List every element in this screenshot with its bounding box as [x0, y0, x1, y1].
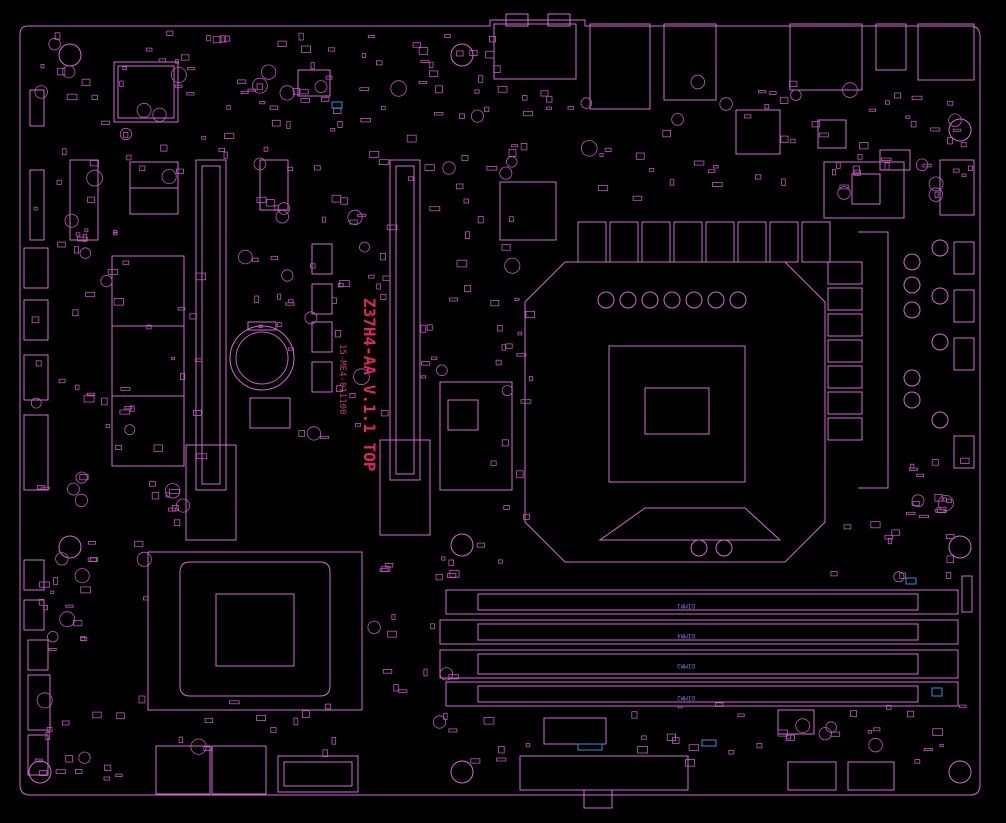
bottom-connectors [155, 709, 895, 809]
highlighted-pads [331, 101, 943, 751]
pcie-slot-1 [185, 159, 237, 541]
left-component-blocks [69, 159, 289, 467]
pcie-slot-2 [379, 159, 431, 536]
dimm-slot-label: DIMM2 [677, 694, 695, 701]
small-passives [30, 30, 973, 781]
vrm-inductors-right [827, 231, 889, 489]
super-io-chip [113, 61, 331, 123]
vrm-inductors-top [577, 221, 831, 263]
chipset-pch [147, 551, 363, 711]
board-title: Z37H4-AA V.1.1 TOP [360, 298, 379, 471]
cpu-socket [524, 261, 826, 563]
dimm-slot-label: DIMM1 [677, 602, 695, 609]
left-fan-headers [23, 89, 51, 776]
dimm-slot-label: DIMM4 [677, 632, 695, 639]
rear-io-connectors [493, 13, 975, 216]
top-right-components [499, 109, 911, 241]
cmos-battery [229, 321, 295, 391]
center-chips [249, 243, 513, 491]
board-outline [19, 19, 981, 796]
dimm-slots [439, 589, 959, 707]
right-headers [953, 241, 975, 613]
dimm-slot-label: DIMM3 [677, 662, 695, 669]
vrm-capacitors [597, 239, 949, 429]
board-part-number: 15-ME4-011100 [337, 344, 347, 414]
